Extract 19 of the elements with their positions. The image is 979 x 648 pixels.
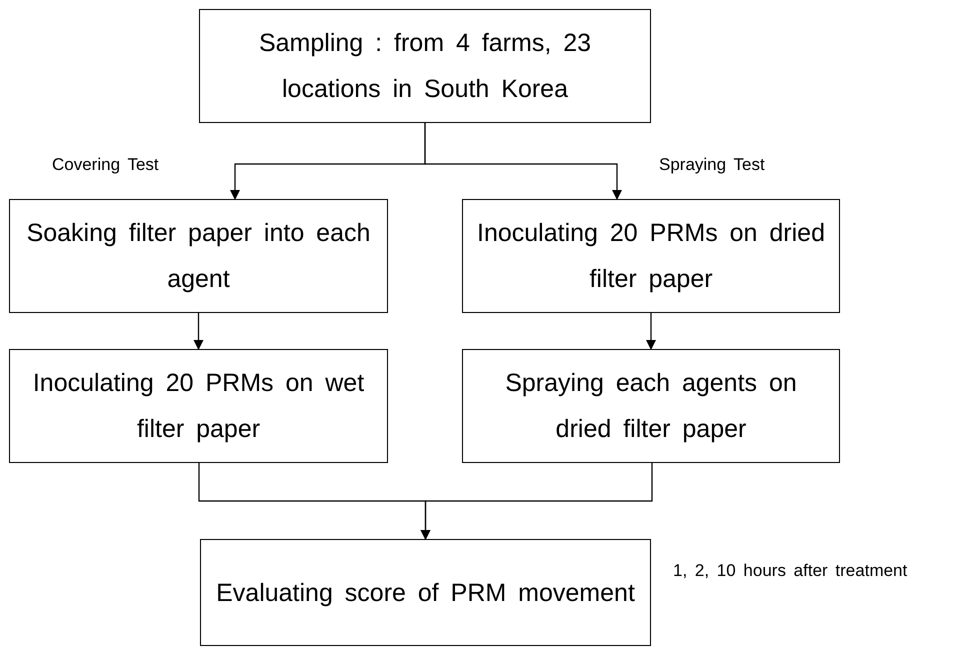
step-text: Sampling : from 4 farms, 23 locations in South Korea bbox=[258, 28, 592, 105]
process-box bbox=[462, 349, 840, 463]
process-box bbox=[9, 199, 388, 313]
timing-note: 1, 2, 10 hours after treatment bbox=[673, 561, 908, 581]
step-text: Soaking filter paper into each agent bbox=[26, 218, 372, 295]
connector-arrow bbox=[194, 313, 204, 350]
step-text: Evaluating score of PRM movement bbox=[216, 578, 635, 608]
connector-arrow bbox=[424, 123, 622, 200]
process-box bbox=[199, 9, 651, 123]
process-box bbox=[462, 199, 840, 313]
connector-arrow bbox=[646, 313, 656, 350]
branch-label: Spraying Test bbox=[659, 155, 765, 175]
process-box bbox=[9, 349, 388, 463]
step-text: Inoculating 20 PRMs on dried filter paper bbox=[477, 218, 825, 295]
connector-arrow bbox=[420, 463, 653, 540]
step-text: Inoculating 20 PRMs on wet filter paper bbox=[32, 368, 366, 445]
step-text: Spraying each agents on dried filter paper bbox=[504, 368, 798, 445]
process-box bbox=[200, 539, 651, 646]
branch-label: Covering Test bbox=[52, 155, 159, 175]
